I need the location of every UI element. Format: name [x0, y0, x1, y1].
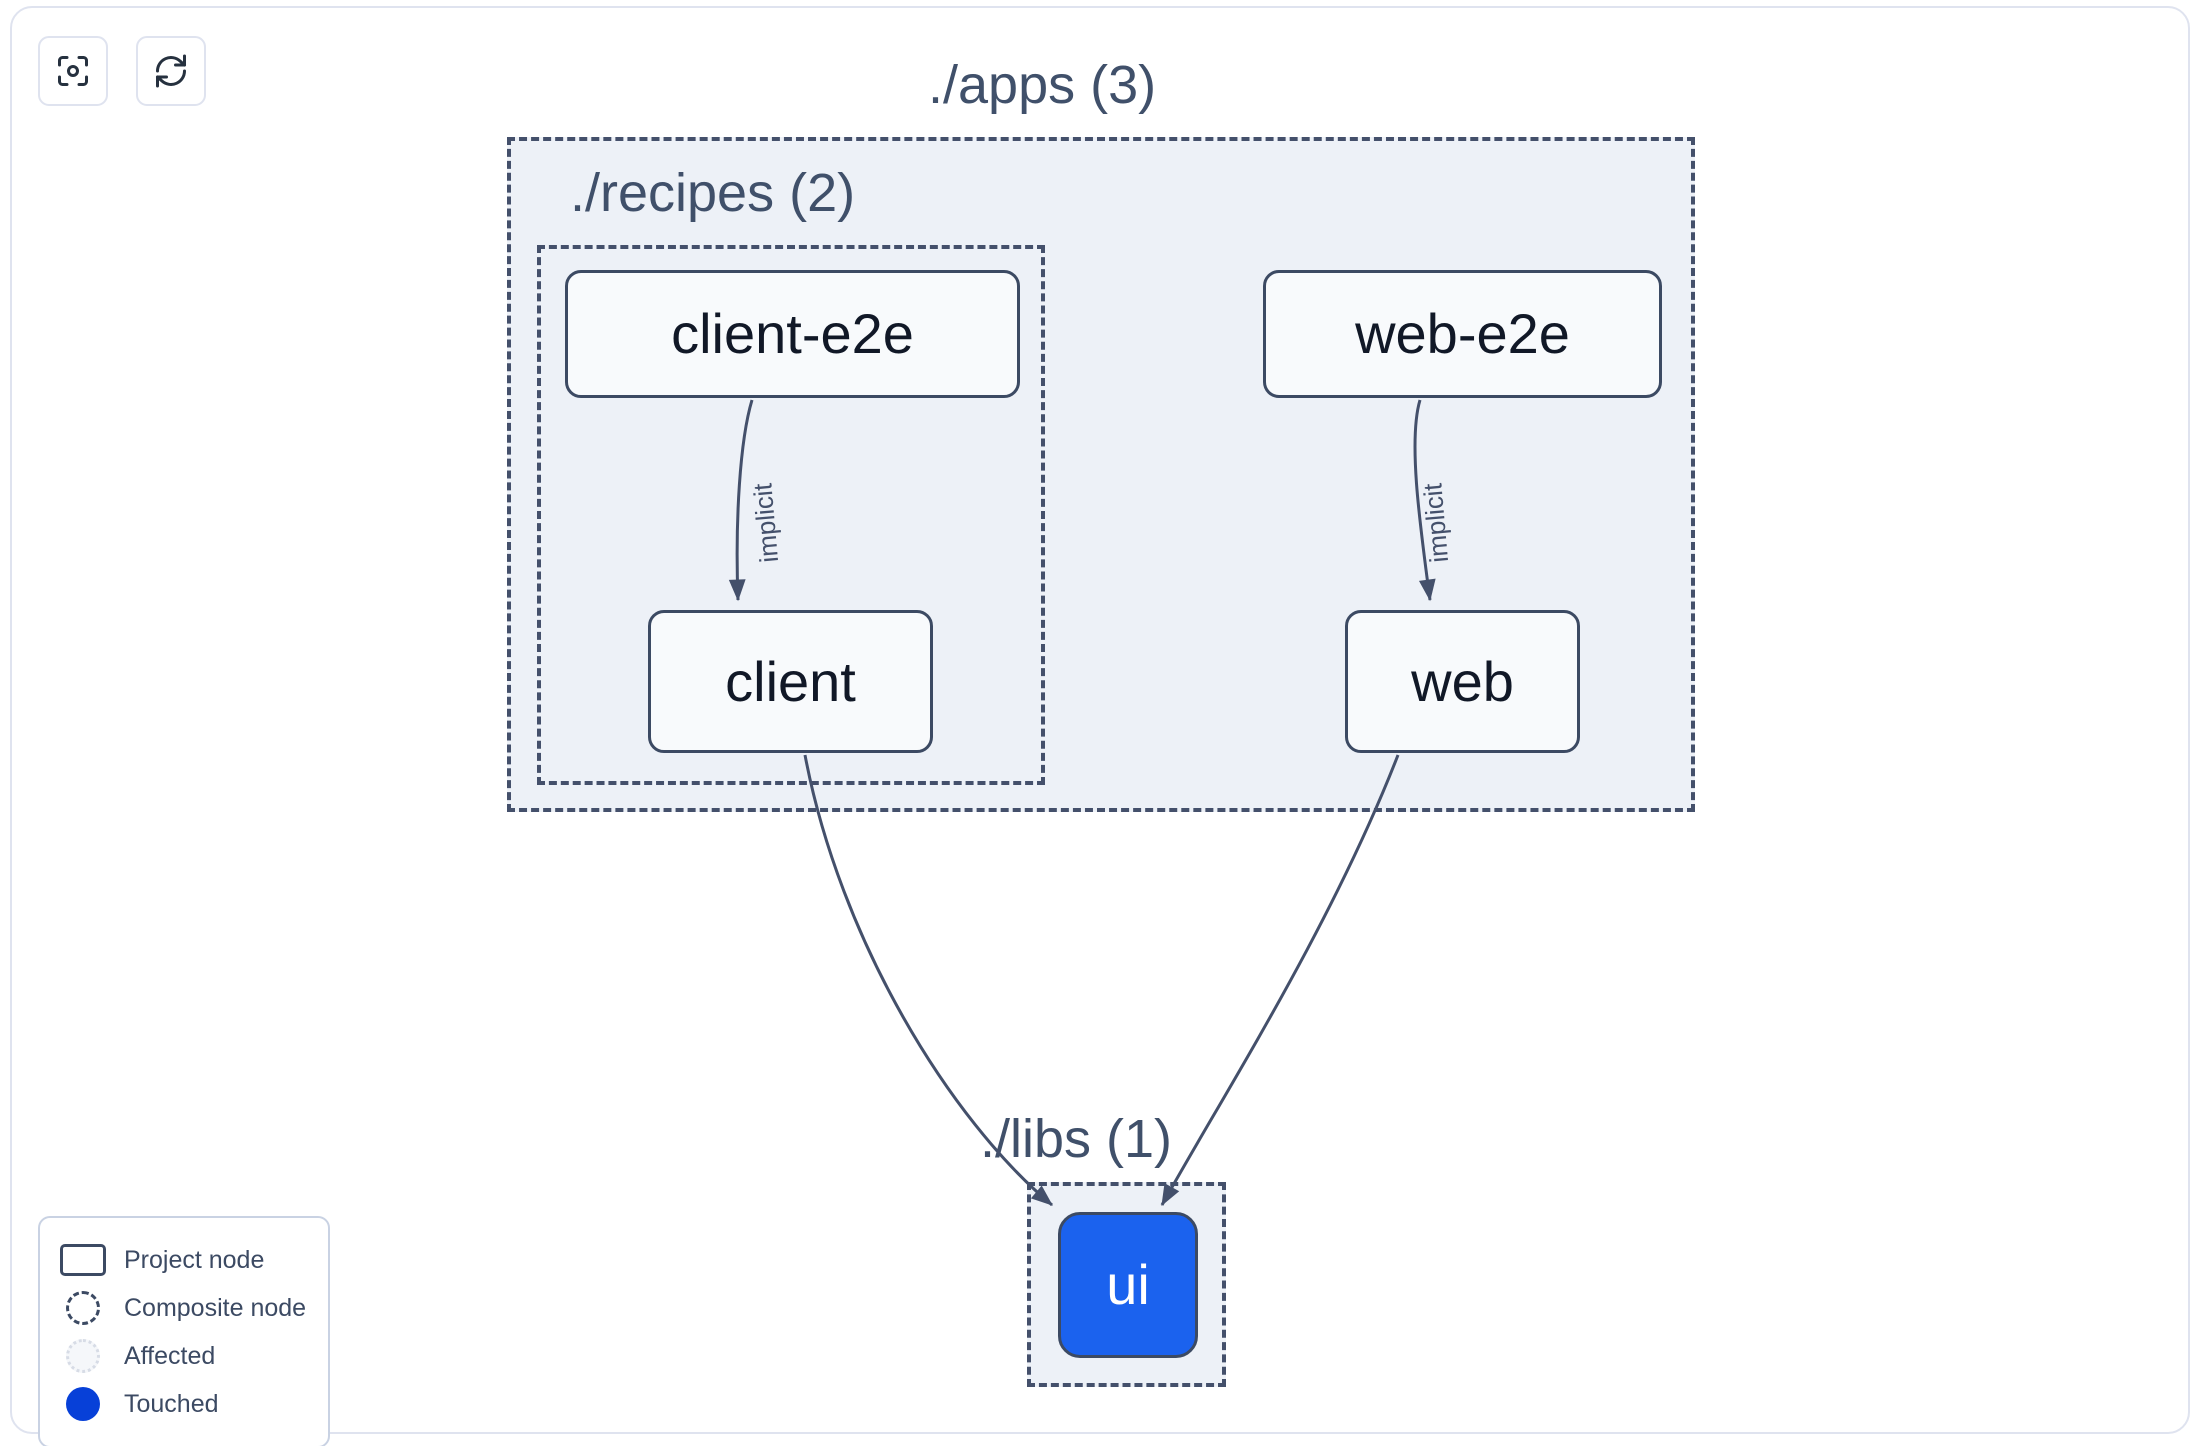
composite-node-swatch — [60, 1291, 106, 1325]
project-node-swatch — [60, 1243, 106, 1277]
refresh-icon — [153, 53, 189, 89]
project-node-client-e2e[interactable]: client-e2e — [565, 270, 1020, 398]
refresh-graph-button[interactable] — [136, 36, 206, 106]
project-node-ui[interactable]: ui — [1058, 1212, 1198, 1358]
focus-scan-icon — [55, 53, 91, 89]
legend-label: Affected — [124, 1341, 216, 1370]
project-node-web-e2e[interactable]: web-e2e — [1263, 270, 1662, 398]
legend-item-project-node: Project node — [60, 1236, 308, 1284]
legend-item-touched: Touched — [60, 1380, 308, 1428]
legend-item-composite-node: Composite node — [60, 1284, 308, 1332]
touched-swatch — [60, 1387, 106, 1421]
composite-label-apps: ./apps (3) — [928, 55, 1157, 115]
edge-label-implicit-web: implicit — [1417, 482, 1455, 564]
legend-label: Touched — [124, 1389, 219, 1418]
composite-label-libs: ./libs (1) — [980, 1109, 1173, 1169]
project-node-web[interactable]: web — [1345, 610, 1580, 753]
legend-label: Project node — [124, 1245, 265, 1274]
graph-toolbar — [38, 36, 206, 106]
focus-graph-button[interactable] — [38, 36, 108, 106]
edge-web-to-ui — [1160, 754, 1400, 1207]
graph-legend: Project node Composite node Affected Tou… — [38, 1216, 330, 1446]
legend-item-affected: Affected — [60, 1332, 308, 1380]
edge-label-implicit-client: implicit — [747, 482, 785, 564]
project-node-client[interactable]: client — [648, 610, 933, 753]
composite-label-recipes: ./recipes (2) — [570, 163, 856, 223]
legend-label: Composite node — [124, 1293, 307, 1322]
affected-swatch — [60, 1339, 106, 1373]
